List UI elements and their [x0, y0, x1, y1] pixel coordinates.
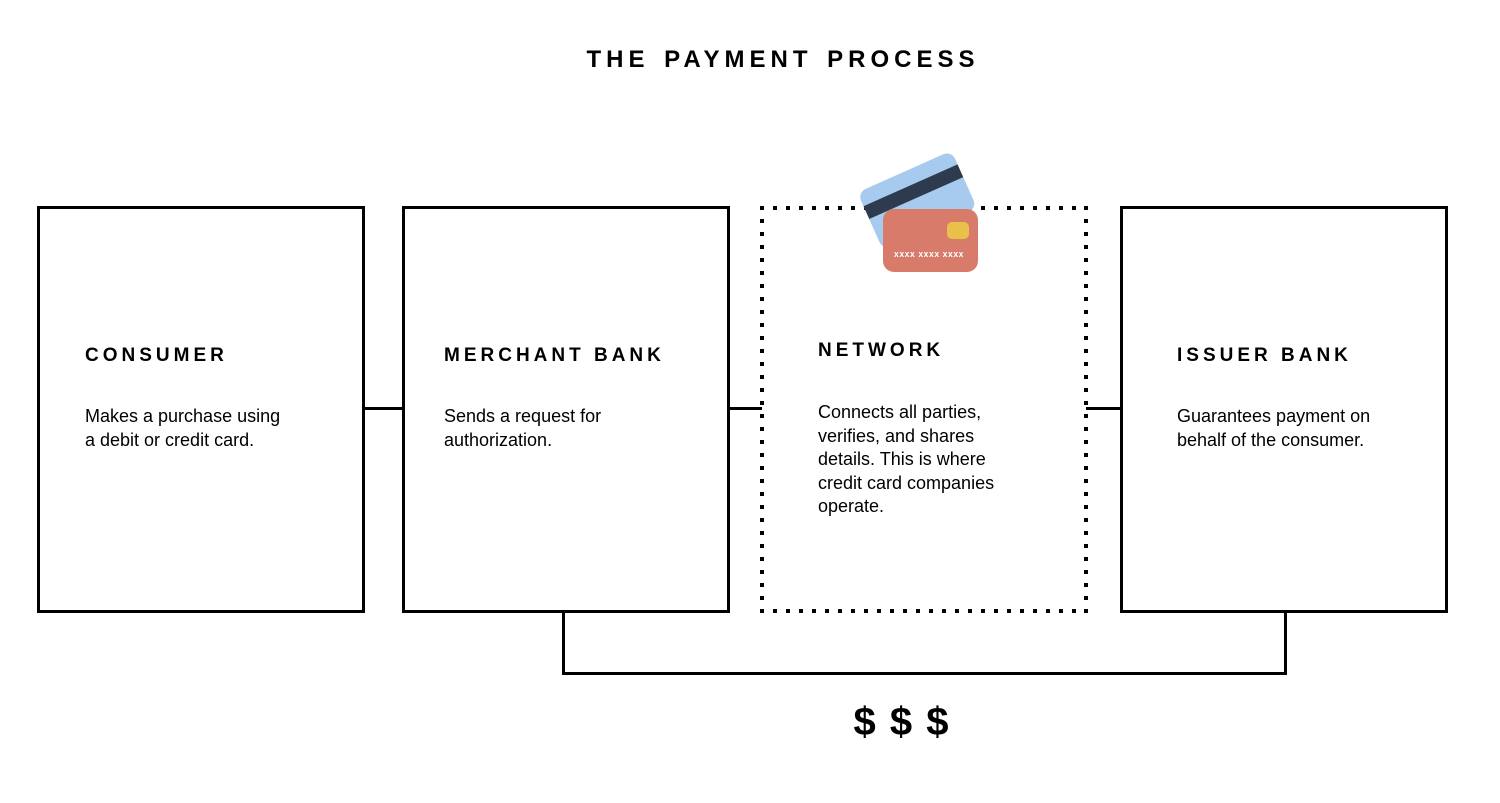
node-description: Sends a request for authorization. [444, 406, 602, 450]
credit-card-icon: xxxx xxxx xxxx [858, 134, 988, 272]
node-title: NETWORK [818, 340, 945, 361]
node-box-merchant-bank: MERCHANT BANK Sends a request for author… [402, 206, 730, 613]
node-box-network: NETWORK Connects all parties, verifies, … [760, 206, 1088, 613]
connector-consumer-merchant [364, 407, 404, 410]
card-number: xxxx xxxx xxxx [894, 249, 964, 259]
node-description: Guarantees payment on behalf of the cons… [1177, 406, 1371, 450]
connector-merchant-network [728, 407, 762, 410]
node-title: MERCHANT BANK [444, 345, 665, 366]
connector-bottom-right-vertical [1284, 611, 1287, 675]
money-label: $ $ $ [853, 700, 949, 744]
diagram-title: THE PAYMENT PROCESS [586, 46, 980, 73]
card-magnetic-stripe-icon [863, 164, 964, 220]
connector-bottom-left-vertical [562, 611, 565, 675]
node-title: ISSUER BANK [1177, 345, 1352, 366]
node-description: Connects all parties, verifies, and shar… [818, 402, 995, 516]
node-box-consumer: CONSUMER Makes a purchase using a debit … [37, 206, 365, 613]
connector-network-issuer [1086, 407, 1122, 410]
card-front [883, 209, 978, 272]
node-description: Makes a purchase using a debit or credit… [85, 406, 281, 450]
node-title: CONSUMER [85, 345, 228, 366]
card-chip-icon [947, 222, 969, 239]
connector-bottom-horizontal [562, 672, 1287, 675]
node-box-issuer-bank: ISSUER BANK Guarantees payment on behalf… [1120, 206, 1448, 613]
